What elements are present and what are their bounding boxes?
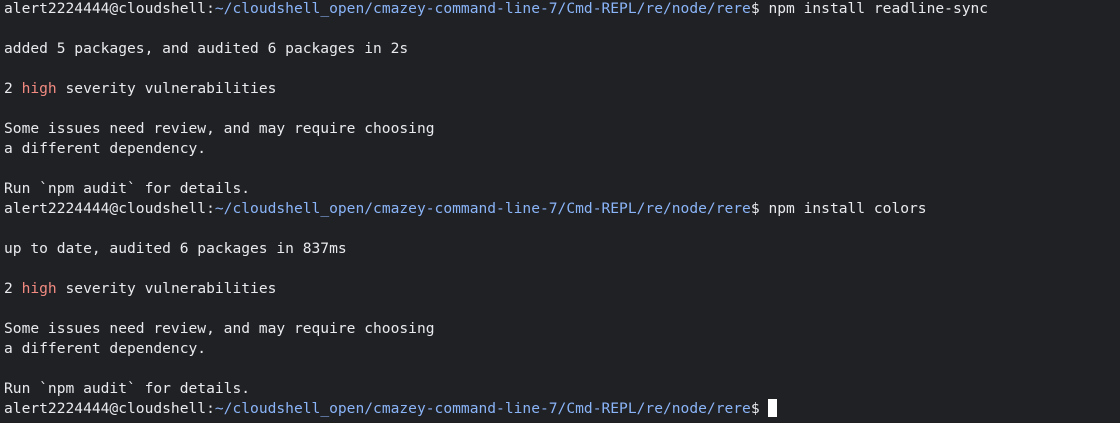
output-line: up to date, audited 6 packages in 837ms [4,239,1120,259]
prompt-separator: : [206,0,215,17]
output-text: Some issues need review, and may require… [4,320,435,337]
prompt-user-host: alert2224444@cloudshell [4,400,207,417]
blank-line [4,159,1120,179]
vuln-text: severity vulnerabilities [56,80,277,97]
blank-line [4,99,1120,119]
output-text: Some issues need review, and may require… [4,120,435,137]
output-text: a different dependency. [4,340,207,357]
output-text: Run `npm audit` for details. [4,180,251,197]
blank-line [4,259,1120,279]
prompt-separator: : [206,400,215,417]
prompt-path: ~/cloudshell_open/cmazey-command-line-7/… [214,400,751,417]
output-line: Run `npm audit` for details. [4,179,1120,199]
prompt-dollar: $ [750,400,769,417]
output-text: a different dependency. [4,140,207,157]
output-line: Some issues need review, and may require… [4,319,1120,339]
vulnerability-line: 2 high severity vulnerabilities [4,79,1120,99]
prompt-command: npm install readline-sync [768,0,989,17]
output-line: a different dependency. [4,339,1120,359]
prompt-command: npm install colors [768,200,927,217]
severity-high-label: high [21,80,57,97]
vuln-count: 2 [4,280,22,297]
blank-line [4,359,1120,379]
blank-line [4,219,1120,239]
prompt-dollar: $ [750,0,769,17]
vulnerability-line: 2 high severity vulnerabilities [4,279,1120,299]
prompt-path: ~/cloudshell_open/cmazey-command-line-7/… [214,200,751,217]
prompt-line: alert2224444@cloudshell:~/cloudshell_ope… [4,199,1120,219]
prompt-line: alert2224444@cloudshell:~/cloudshell_ope… [4,0,1120,19]
severity-high-label: high [21,280,57,297]
terminal-cursor [768,399,778,417]
output-line: Some issues need review, and may require… [4,119,1120,139]
prompt-path: ~/cloudshell_open/cmazey-command-line-7/… [214,0,751,17]
blank-line [4,59,1120,79]
output-line: added 5 packages, and audited 6 packages… [4,39,1120,59]
prompt-user-host: alert2224444@cloudshell [4,200,207,217]
blank-line [4,19,1120,39]
prompt-line: alert2224444@cloudshell:~/cloudshell_ope… [4,399,1120,419]
prompt-user-host: alert2224444@cloudshell [4,0,207,17]
prompt-separator: : [206,200,215,217]
terminal-lines: alert2224444@cloudshell:~/cloudshell_ope… [4,0,1120,419]
vuln-count: 2 [4,80,22,97]
output-line: a different dependency. [4,139,1120,159]
output-text: Run `npm audit` for details. [4,380,251,397]
output-text: added 5 packages, and audited 6 packages… [4,40,409,57]
blank-line [4,299,1120,319]
prompt-dollar: $ [750,200,769,217]
output-line: Run `npm audit` for details. [4,379,1120,399]
vuln-text: severity vulnerabilities [56,280,277,297]
output-text: up to date, audited 6 packages in 837ms [4,240,347,257]
